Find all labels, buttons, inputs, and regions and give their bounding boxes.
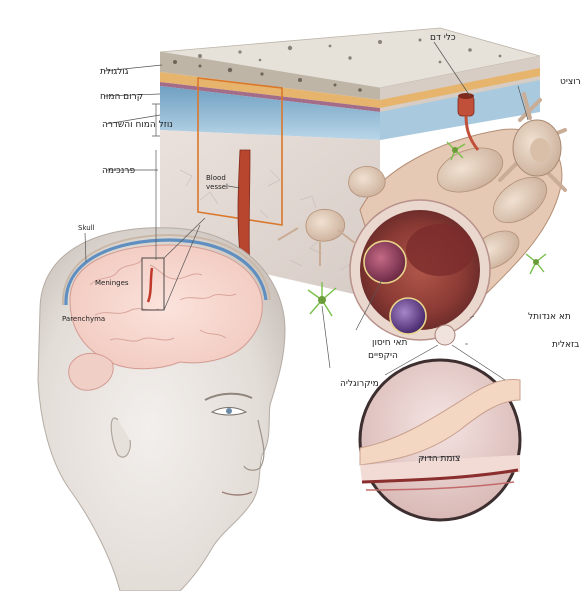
- labels: גולגולת קרום המוח נוזל המוח והשדרה פרנכי…: [62, 33, 580, 464]
- brain-gyri: [89, 258, 237, 342]
- brain: [69, 244, 263, 370]
- label-parenchyma-en: Parenchyma: [62, 315, 105, 323]
- label-endothelial: תא אנדותל: [528, 312, 571, 322]
- ear: [110, 417, 131, 458]
- label-blood-en-1: Blood: [206, 174, 226, 182]
- label-microglia: מיקרוגליה: [340, 379, 379, 389]
- block-front-csf: [160, 86, 380, 140]
- label-meninges: קרום המוח: [100, 92, 143, 102]
- cerebellum: [68, 352, 114, 391]
- block-front-meninges: [160, 72, 380, 108]
- label-meninges-en: Meninges: [95, 279, 129, 287]
- label-basal-membrane: ממברנה בזאלית: [552, 340, 580, 350]
- astrocyte: [498, 92, 567, 192]
- mouth: [221, 491, 253, 496]
- neurons: [277, 166, 386, 266]
- immune-cell-2: [389, 297, 427, 335]
- pericyte: [434, 324, 456, 346]
- label-pericytes-2: היקפיים: [368, 351, 398, 361]
- label-blood-en-2: vessel: [206, 183, 228, 191]
- label-blood-vessel: כלי דם: [430, 33, 456, 43]
- label-tight-junction: צומת הדוק: [418, 454, 460, 464]
- block-front-skull: [160, 52, 380, 100]
- label-csf: נוזל המוח והשדרה: [102, 120, 173, 130]
- head-highlight-box: [141, 257, 165, 311]
- nose: [243, 419, 265, 471]
- label-skull: גולגולת: [100, 67, 129, 77]
- label-pericytes-1: תאי חיסון: [372, 338, 408, 348]
- head-illustration: [37, 217, 286, 591]
- tight-junction-inset: [358, 344, 522, 522]
- highlight-frame: [197, 77, 283, 226]
- eyebrow: [204, 392, 253, 401]
- vessel-cross-section: [349, 93, 563, 346]
- meninges-arc: [64, 238, 268, 306]
- label-skull-en: Skull: [78, 224, 95, 232]
- leader-lines: [103, 41, 529, 459]
- immune-cell-1: [363, 240, 407, 284]
- junction-membrane: [361, 468, 519, 484]
- microglia: [307, 141, 547, 317]
- label-parenchyma: פרנכימה: [102, 166, 135, 176]
- skull-texture: [198, 38, 502, 64]
- label-astrocyte: אסטרוציט: [560, 77, 580, 87]
